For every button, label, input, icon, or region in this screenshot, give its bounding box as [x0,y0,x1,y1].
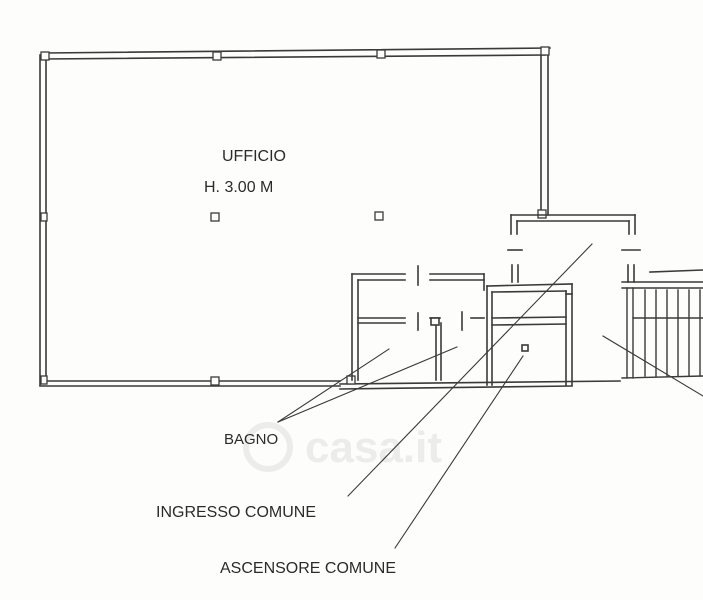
leader-bathroom-2 [277,346,458,423]
watermark-logo-icon [243,422,293,472]
pillar [540,46,550,56]
pillar [40,212,48,222]
pillar [210,376,220,386]
watermark: casa.it [243,422,442,472]
pillar [210,212,220,222]
bathroom-walls [351,265,485,381]
pillar [376,49,386,59]
leader-entrance [347,243,593,497]
watermark-text: casa.it [305,423,442,472]
labels: UFFICIO H. 3.00 M BAGNO INGRESSO COMUNE … [156,148,396,577]
pillar [346,375,356,385]
common-entrance-label: INGRESSO COMUNE [156,504,316,521]
staircase [621,281,703,379]
entrance-walls [486,283,573,386]
landing-walls [507,214,703,283]
pillar [537,209,547,219]
leader-bathroom-1 [277,348,390,423]
leader-elevator [394,355,524,549]
pillar [40,375,48,385]
bathroom-label: BAGNO [224,431,278,448]
pillar [374,211,384,221]
pillars [40,46,550,386]
leader-lines [277,243,703,549]
common-elevator-label: ASCENSORE COMUNE [220,560,396,577]
leader-stairs [602,335,703,397]
office-walls [39,47,621,390]
pillar [40,51,50,61]
office-name-label: UFFICIO [222,148,286,165]
office-height-label: H. 3.00 M [204,179,273,196]
pillar [212,51,222,61]
